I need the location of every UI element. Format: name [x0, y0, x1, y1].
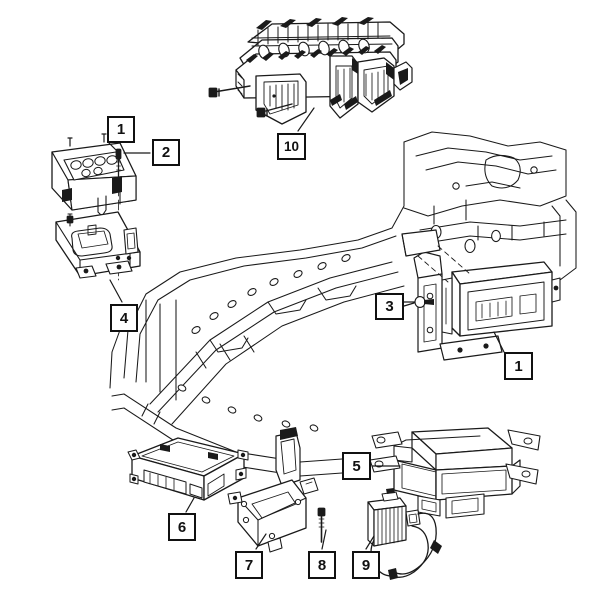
callout-box-7[interactable]: 7	[235, 551, 263, 579]
part-transmission-control-module	[369, 427, 541, 519]
part-small-bolt	[317, 507, 327, 550]
callout-box-1-top[interactable]: 1	[107, 116, 135, 143]
callout-box-1-right[interactable]: 1	[504, 352, 533, 380]
callout-box-2[interactable]: 2	[152, 139, 180, 166]
part-module-support-bracket	[227, 427, 319, 553]
callout-box-3[interactable]: 3	[375, 293, 404, 320]
part-powertrain-control-module-right	[401, 229, 561, 361]
callout-box-8[interactable]: 8	[308, 551, 336, 579]
head-bolt-upper	[208, 85, 251, 98]
callout-box-5[interactable]: 5	[342, 452, 371, 480]
part-cylinder-head-assembly	[208, 17, 413, 132]
callout-box-4[interactable]: 4	[110, 304, 138, 332]
part-mounting-bracket	[55, 211, 141, 303]
part-vehicle-body-structure	[109, 131, 577, 477]
head-bolt-lower	[256, 103, 293, 118]
callout-box-9[interactable]: 9	[352, 551, 380, 579]
callout-box-6[interactable]: 6	[168, 513, 196, 541]
part-mounting-bolt-3	[403, 296, 434, 308]
part-control-module-cover	[51, 133, 137, 217]
part-engine-control-module	[127, 437, 249, 513]
part-capacitor-with-harness	[365, 488, 442, 580]
callout-box-10[interactable]: 10	[277, 133, 306, 160]
part-stud-screw	[115, 148, 151, 281]
